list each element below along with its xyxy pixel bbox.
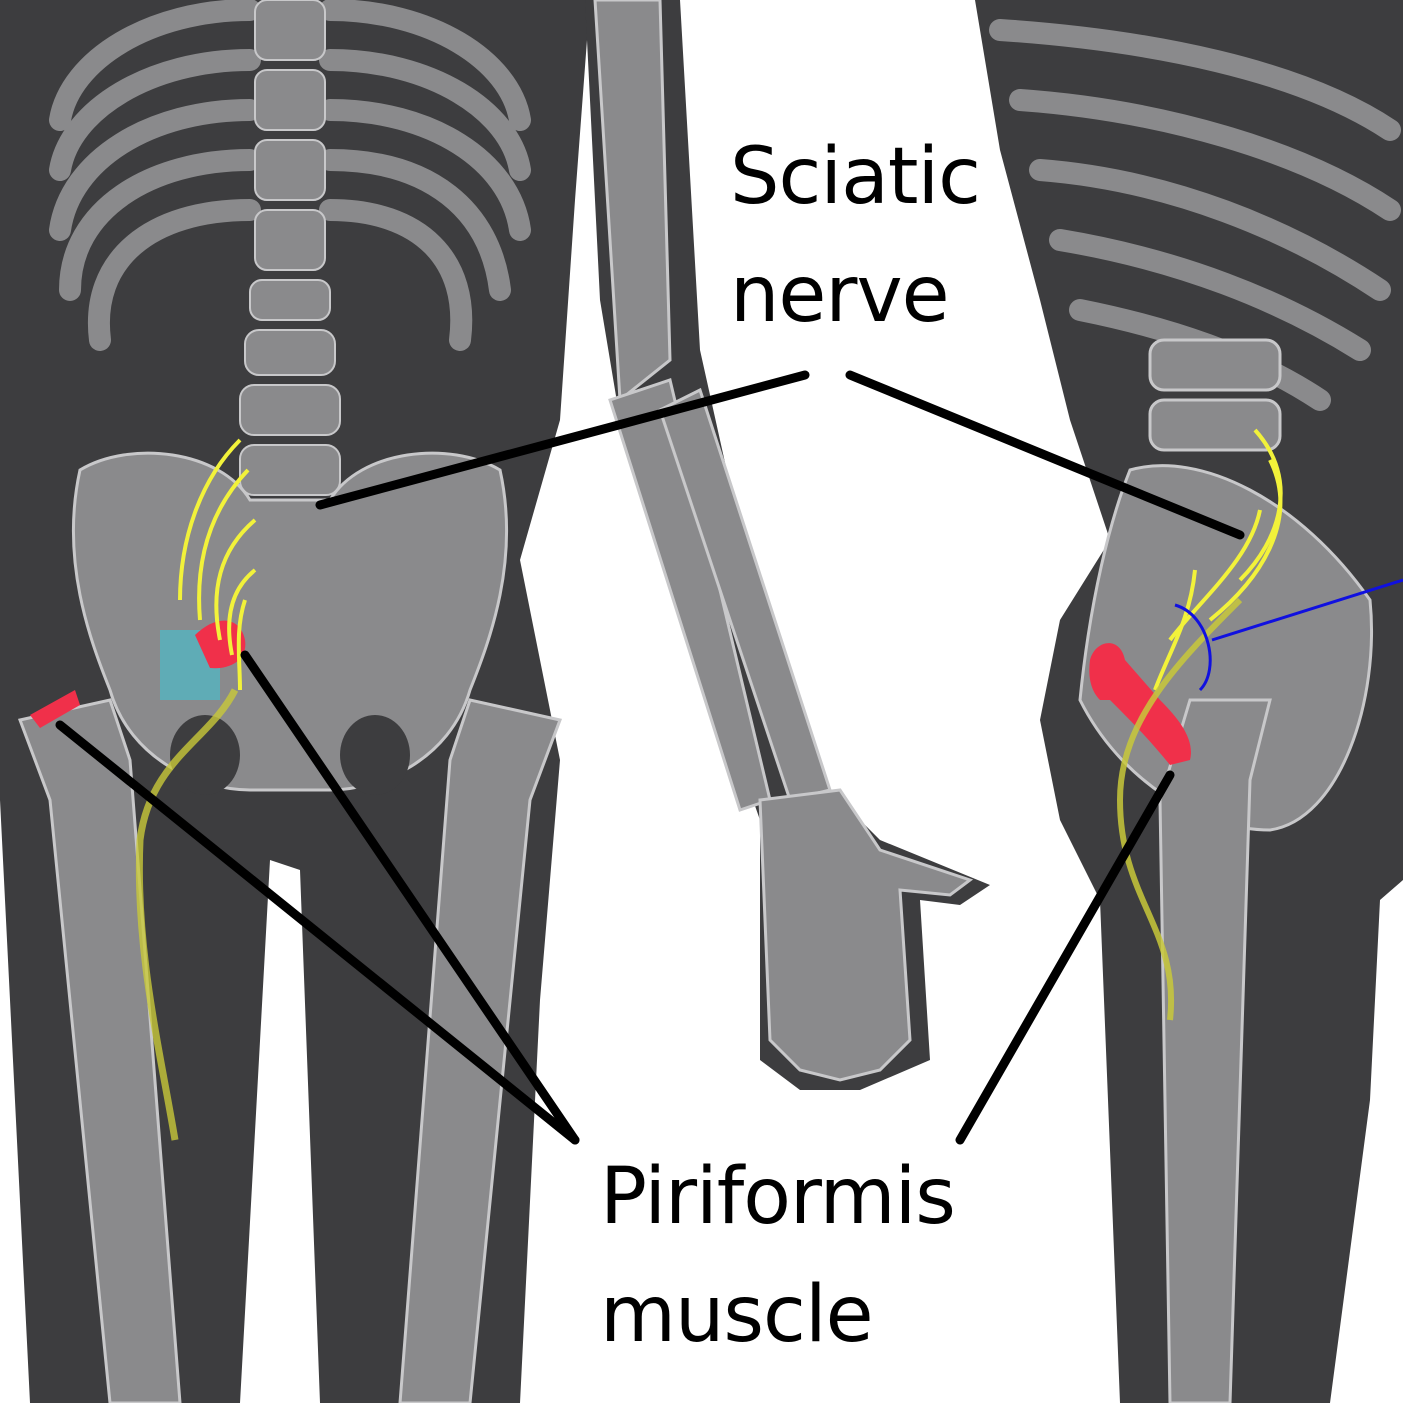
front-pelvis [71,451,509,792]
leader-piriformis-front-edge [55,720,580,1145]
leader-piriformis-side [955,770,1175,1145]
piriformis-muscle-label-line-1: Piriformis [600,1152,956,1242]
angle-marker [1174,578,1403,692]
obturator-left [170,715,240,795]
sciatic-nerve-label-line-2: nerve [730,250,950,340]
sciatic-nerve-front-trunk [135,688,239,1141]
leader-lines [55,370,1245,1145]
piriformis-muscle-front [195,620,246,669]
front-femurs [17,698,563,1403]
arm-silhouette [585,0,990,1090]
sciatic-nerve-front [178,438,257,691]
piriformis-muscle-label: Piriformis muscle [600,1138,956,1374]
arm-bones [593,0,974,1082]
sciatic-nerve-side-trunk [1116,597,1243,1021]
front-spine [239,0,341,496]
side-skeleton [1078,338,1374,1403]
obturator-right [340,715,410,795]
piriformis-muscle-front-edge [30,690,80,728]
sciatic-nerve-label-line-1: Sciatic [730,132,981,222]
piriformis-muscle-side [1089,643,1191,765]
leader-piriformis-front [240,650,580,1145]
leader-sciatic-front [315,370,810,510]
sciatic-nerve-label: Sciatic nerve [730,118,981,354]
sciatic-nerve-side [1153,428,1283,691]
front-ribcage [49,0,531,351]
leader-sciatic-side [845,370,1245,540]
piriformis-muscle-label-line-2: muscle [600,1270,874,1360]
